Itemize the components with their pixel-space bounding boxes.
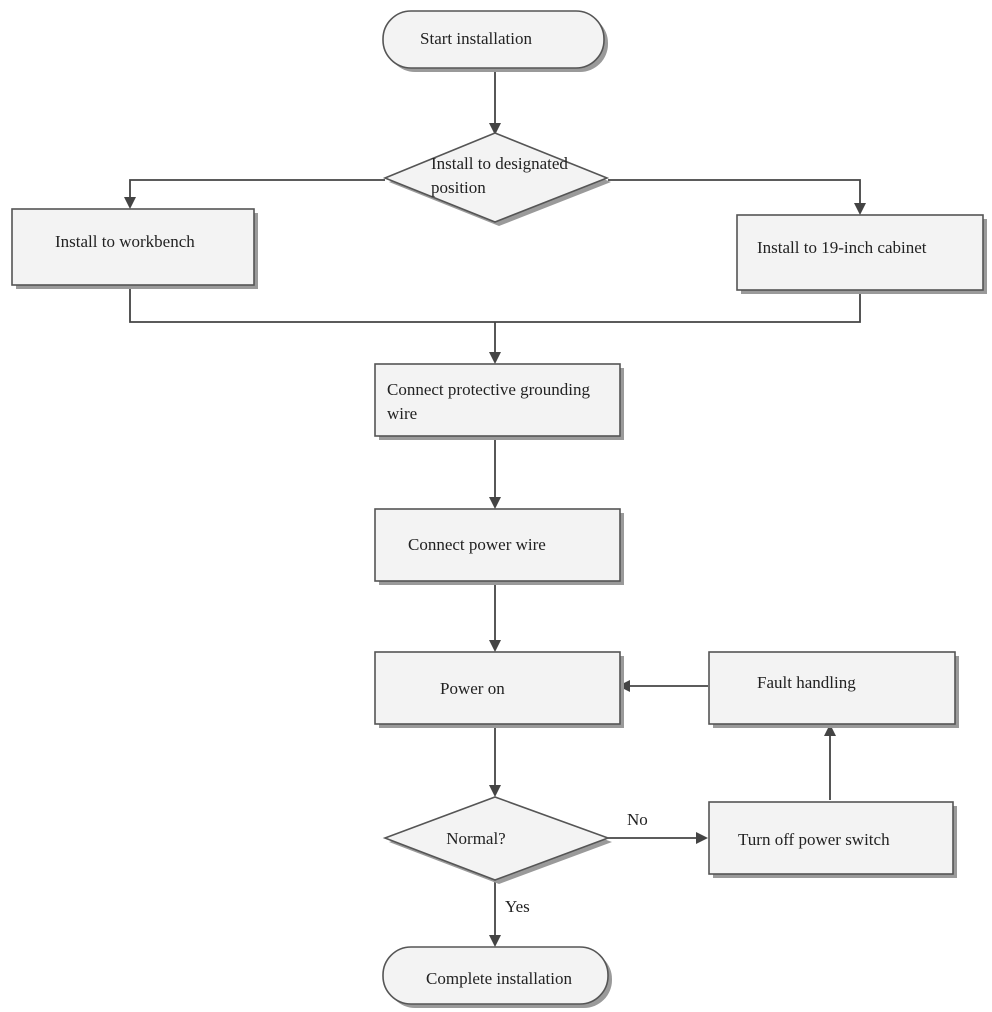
node-grounding: Connect protective grounding wire (374, 363, 624, 440)
node-power-wire: Connect power wire (374, 508, 624, 585)
power-wire-label: Connect power wire (408, 535, 546, 554)
turn-off-box (708, 801, 954, 875)
decision-position-label-line-1: Install to designated (431, 154, 568, 173)
node-decision-position: Install to designated position (382, 132, 611, 226)
grounding-label-line-1: Connect protective grounding (387, 380, 591, 399)
grounding-label-line-2: wire (387, 404, 417, 423)
workbench-box (11, 208, 255, 286)
node-start: Start installation (382, 10, 608, 72)
cabinet-box (736, 214, 984, 291)
node-fault: Fault handling (708, 651, 959, 728)
complete-label: Complete installation (426, 969, 572, 988)
edges (124, 70, 866, 947)
turn-off-label: Turn off power switch (738, 830, 890, 849)
edge-decision-to-cabinet (608, 179, 866, 215)
node-turn-off: Turn off power switch (708, 801, 957, 878)
edge-decision-to-workbench (124, 179, 385, 209)
complete-terminator-shape (382, 946, 609, 1005)
fault-label: Fault handling (757, 673, 856, 692)
cabinet-label: Install to 19-inch cabinet (757, 238, 927, 257)
node-cabinet: Install to 19-inch cabinet (736, 214, 987, 294)
power-on-label: Power on (440, 679, 505, 698)
edge-label-no: No (627, 810, 648, 829)
start-terminator-shape (382, 10, 605, 69)
start-label: Start installation (420, 29, 532, 48)
decision-position-shape (382, 132, 610, 223)
node-decision-normal: Normal? (382, 796, 612, 884)
grounding-box (374, 363, 621, 437)
edge-label-yes: Yes (505, 897, 530, 916)
power-on-box (374, 651, 621, 725)
power-wire-box (374, 508, 621, 582)
workbench-label: Install to workbench (55, 232, 195, 251)
fault-box (708, 651, 956, 725)
node-complete: Complete installation (382, 946, 612, 1008)
decision-normal-label: Normal? (446, 829, 505, 848)
node-power-on: Power on (374, 651, 624, 728)
decision-position-label-line-2: position (431, 178, 486, 197)
decision-normal-shape (382, 796, 611, 881)
node-workbench: Install to workbench (11, 208, 258, 289)
